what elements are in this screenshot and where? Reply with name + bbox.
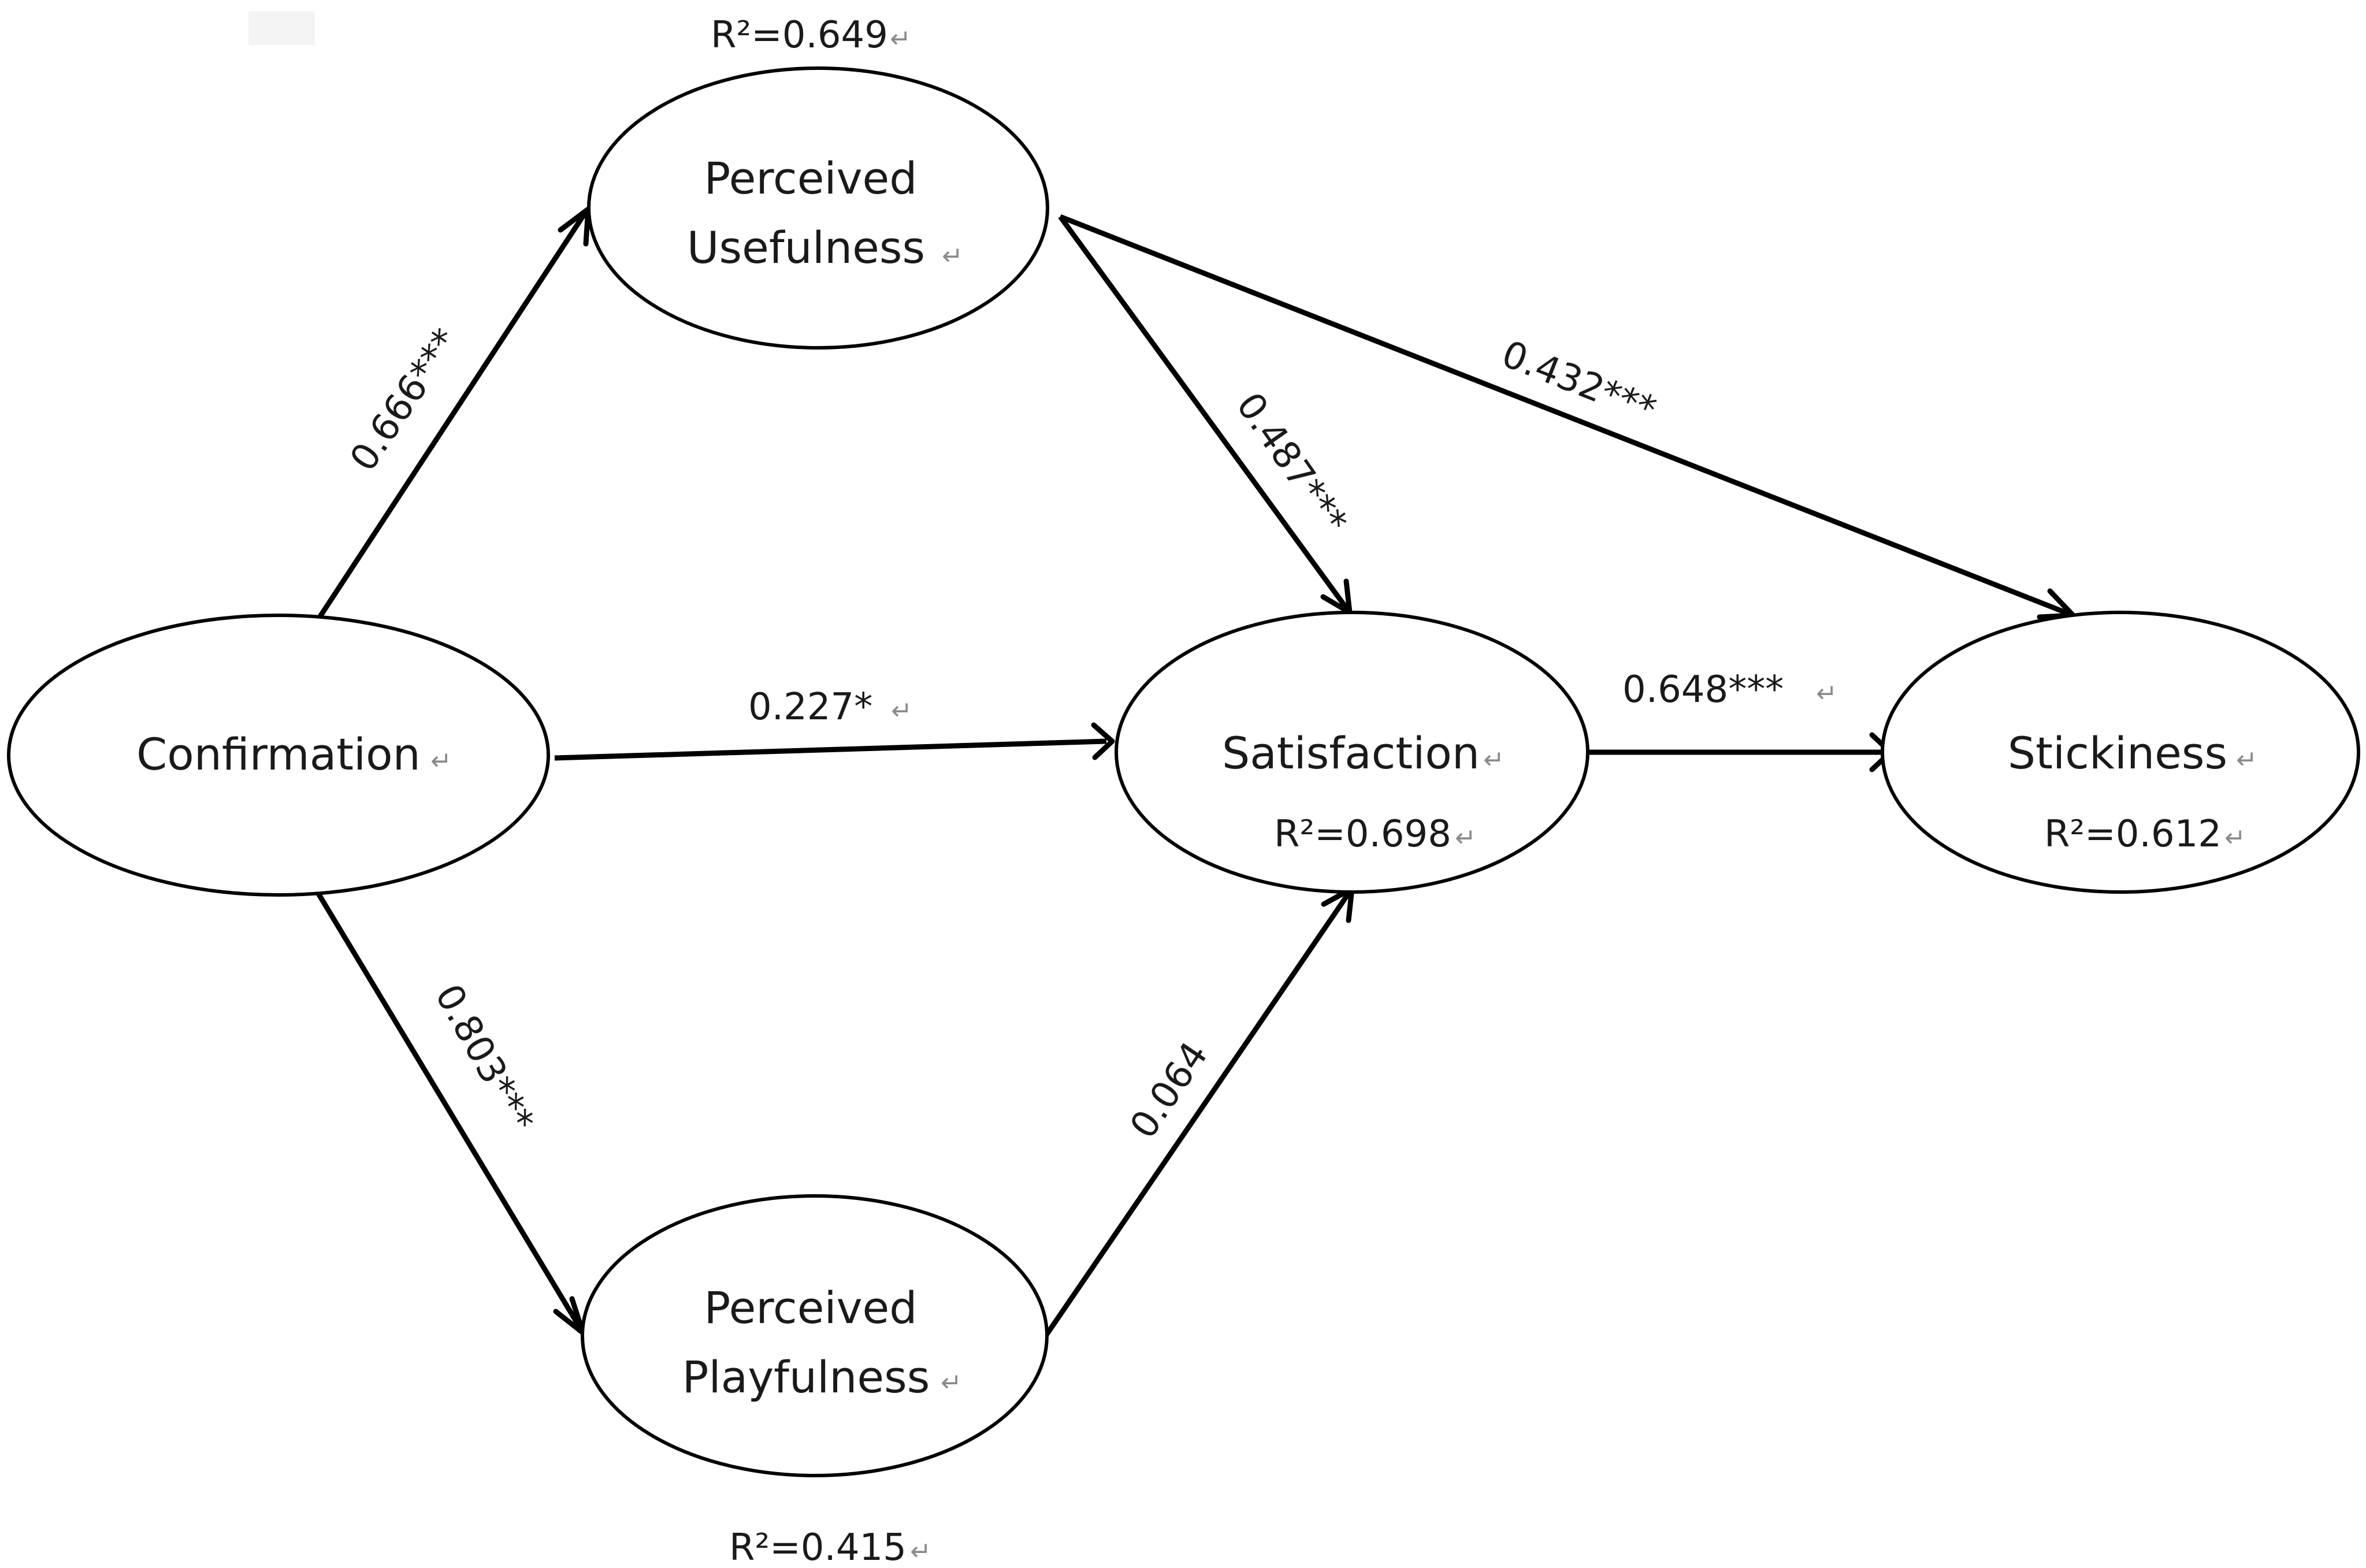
r2-label-perceived-usefulness: R²=0.649 [711, 14, 888, 57]
node-perceived-playfulness: Perceived Playfulness ↵ [581, 1194, 1049, 1477]
node-shape [7, 614, 550, 897]
node-label: Confirmation [136, 729, 421, 780]
edge-playfulness-to-satisfaction [1042, 891, 1351, 1339]
svg-text:Playfulness: Playfulness [682, 1351, 930, 1403]
edge-confirmation-to-playfulness [315, 891, 583, 1331]
r2-labels: R²=0.649 ↵ R²=0.698 ↵ R²=0.612 ↵ R²=0.41… [711, 14, 2246, 1568]
node-stickiness: Stickiness ↵ [1881, 611, 2360, 894]
r2-label-stickiness: R²=0.612 [2044, 813, 2222, 856]
paragraph-mark: ↵ [430, 746, 452, 776]
paragraph-mark: ↵ [891, 696, 912, 726]
r2-label-satisfaction: R²=0.698 [1274, 813, 1451, 856]
node-shape [1881, 611, 2360, 894]
faint-corner-mark [248, 12, 315, 45]
coef-confirmation-playfulness: 0.803*** [426, 978, 542, 1139]
edge-confirmation-to-usefulness [317, 211, 588, 620]
paragraph-mark: ↵ [941, 1368, 962, 1398]
paragraph-mark: ↵ [1816, 679, 1837, 708]
node-shape [587, 66, 1049, 350]
node-shape [1115, 611, 1589, 894]
coef-usefulness-satisfaction: 0.487*** [1228, 385, 1355, 542]
node-label-line2: Usefulness [687, 222, 925, 273]
paragraph-mark: ↵ [1455, 823, 1476, 853]
coef-satisfaction-stickiness: 0.648*** [1622, 668, 1784, 711]
node-label: Satisfaction [1222, 727, 1480, 779]
svg-text:Perceived: Perceived [704, 1282, 917, 1333]
arrowhead-confirmation-to-playfulness [553, 1296, 586, 1336]
edge-usefulness-to-stickiness [1059, 214, 2070, 616]
paragraph-mark: ↵ [890, 24, 911, 54]
svg-text:Perceived: Perceived [704, 153, 917, 204]
coef-playfulness-satisfaction: 0.064 [1122, 1035, 1217, 1146]
node-confirmation: Confirmation ↵ [7, 614, 550, 897]
paragraph-mark: ↵ [1483, 745, 1505, 775]
paragraph-mark: ↵ [2224, 823, 2246, 853]
path-coefficients: 0.666*** 0.227* ↵ 0.803*** 0.487*** 0.43… [342, 321, 1837, 1146]
paragraph-mark: ↵ [2236, 745, 2257, 775]
coef-confirmation-satisfaction: 0.227* [748, 686, 872, 729]
edge-usefulness-to-satisfaction [1058, 215, 1349, 610]
paragraph-mark: ↵ [942, 241, 963, 271]
node-shape [581, 1194, 1049, 1477]
coef-confirmation-usefulness: 0.666*** [342, 321, 467, 479]
node-perceived-usefulness: Perceived Usefulness ↵ [587, 66, 1049, 350]
node-satisfaction: Satisfaction ↵ [1115, 611, 1589, 894]
paragraph-mark: ↵ [910, 1537, 931, 1566]
node-label: Stickiness [2008, 727, 2227, 779]
node-label-line1: Perceived [704, 153, 917, 204]
svg-text:Usefulness: Usefulness [687, 222, 925, 273]
coef-usefulness-stickiness: 0.432*** [1496, 333, 1662, 432]
node-label-line2: Playfulness [682, 1351, 930, 1403]
edges [315, 206, 2076, 1339]
node-label-line1: Perceived [704, 1282, 917, 1333]
r2-label-perceived-playfulness: R²=0.415 [729, 1526, 907, 1568]
arrowhead-confirmation-to-satisfaction [1091, 722, 1115, 760]
edge-confirmation-to-satisfaction [554, 738, 1107, 761]
